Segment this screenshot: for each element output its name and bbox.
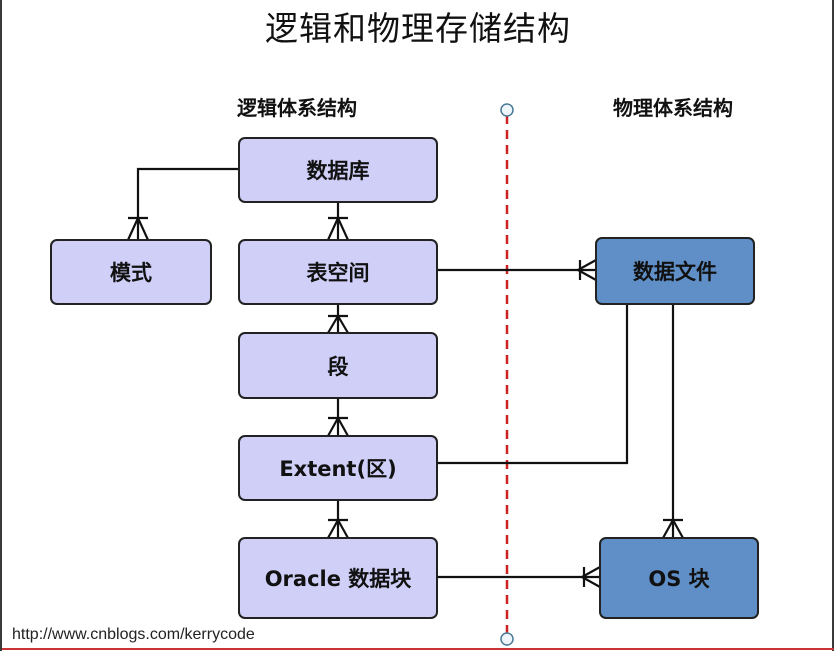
- divider-bottom-handle: [500, 632, 514, 646]
- crowfoot-oracle-block: [327, 518, 349, 539]
- box-extent-label: Extent(区): [279, 457, 397, 481]
- box-os-block: OS 块: [599, 537, 759, 619]
- box-segment: 段: [238, 332, 438, 399]
- box-os-block-label: OS 块: [648, 567, 710, 591]
- crowfoot-segment: [327, 314, 349, 334]
- crowfoot-extent: [327, 416, 349, 437]
- box-schema: 模式: [50, 239, 212, 305]
- crowfoot-os-block: [662, 518, 684, 539]
- box-datafile-label: 数据文件: [633, 260, 717, 284]
- box-segment-label: 段: [327, 354, 349, 379]
- box-database: 数据库: [238, 137, 438, 203]
- crowfoot-schema: [126, 216, 150, 241]
- diagram-title: 逻辑和物理存储结构: [265, 9, 571, 48]
- connector-extent-datafile: [437, 304, 629, 465]
- physical-heading: 物理体系结构: [613, 96, 733, 120]
- footer-url[interactable]: http://www.cnblogs.com/kerrycode: [12, 626, 255, 643]
- logical-heading: 逻辑体系结构: [237, 96, 357, 120]
- divider-top-handle: [500, 103, 514, 117]
- box-tablespace: 表空间: [238, 239, 438, 305]
- crowfoot-os-block-side: [581, 566, 601, 588]
- box-schema-label: 模式: [110, 261, 152, 285]
- box-database-label: 数据库: [306, 159, 370, 183]
- box-tablespace-label: 表空间: [306, 261, 370, 285]
- connector-database-schema: [136, 167, 238, 240]
- box-oracle-block: Oracle 数据块: [238, 537, 438, 619]
- box-datafile: 数据文件: [595, 237, 755, 305]
- box-extent: Extent(区): [238, 435, 438, 501]
- crowfoot-datafile: [577, 259, 597, 281]
- box-oracle-block-label: Oracle 数据块: [264, 567, 412, 591]
- crowfoot-tablespace: [326, 216, 350, 241]
